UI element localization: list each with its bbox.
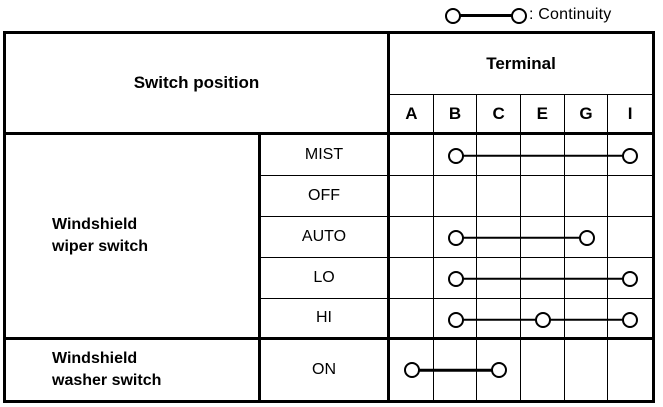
cell-auto-e xyxy=(521,217,565,258)
cell-off-g xyxy=(564,176,609,217)
header-terminal: Terminal xyxy=(390,34,652,95)
header-terminal-g: G xyxy=(564,95,609,135)
legend-label: : Continuity xyxy=(529,5,612,23)
group-label-wiper-switch: Windshield wiper switch xyxy=(6,135,261,340)
cell-hi-i xyxy=(608,299,652,340)
switch-position-on: ON xyxy=(261,340,390,400)
cell-hi-c xyxy=(477,299,521,340)
header-switch-position: Switch position xyxy=(6,34,390,135)
continuity-symbol xyxy=(445,5,527,25)
group-label-text: Windshield washer switch xyxy=(52,348,161,391)
switch-position-off: OFF xyxy=(261,176,390,217)
cell-on-c xyxy=(477,340,521,400)
continuity-node-right xyxy=(511,7,527,24)
cell-hi-g xyxy=(564,299,609,340)
cell-off-c xyxy=(477,176,521,217)
cell-auto-g xyxy=(564,217,609,258)
switch-position-lo: LO xyxy=(261,258,390,299)
cell-off-a xyxy=(390,176,434,217)
cell-hi-b xyxy=(433,299,478,340)
header-terminal-b: B xyxy=(433,95,478,135)
switch-position-auto: AUTO xyxy=(261,217,390,258)
cell-on-g xyxy=(565,340,609,400)
cell-on-i xyxy=(608,340,652,400)
header-terminal-e: E xyxy=(521,95,565,135)
group-label-line1: Windshield xyxy=(52,350,138,368)
cell-hi-a xyxy=(390,299,434,340)
cell-lo-g xyxy=(564,258,609,299)
cell-auto-b xyxy=(433,217,478,258)
cell-lo-e xyxy=(521,258,565,299)
legend: : Continuity xyxy=(445,1,663,28)
cell-mist-e xyxy=(521,135,565,176)
group-label-washer-switch: Windshield washer switch xyxy=(6,340,261,400)
group-label-line2: washer switch xyxy=(52,372,162,389)
cell-lo-b xyxy=(433,258,478,299)
cell-mist-b xyxy=(433,135,478,176)
cell-auto-a xyxy=(390,217,434,258)
cell-on-e xyxy=(521,340,565,400)
cell-auto-i xyxy=(608,217,652,258)
switch-position-mist: MIST xyxy=(261,135,390,176)
group-label-text: Windshield wiper switch xyxy=(52,214,148,257)
cell-auto-c xyxy=(477,217,521,258)
group-label-line1: Windshield xyxy=(52,216,138,234)
cell-hi-e xyxy=(521,299,565,340)
header-terminal-c: C xyxy=(477,95,521,135)
cell-lo-c xyxy=(477,258,521,299)
continuity-node-left xyxy=(445,7,461,24)
continuity-line xyxy=(457,13,515,17)
cell-lo-i xyxy=(608,258,652,299)
header-terminal-a: A xyxy=(390,95,434,135)
cell-on-b xyxy=(434,340,478,400)
switch-position-hi: HI xyxy=(261,299,390,340)
cell-off-b xyxy=(433,176,478,217)
group-label-line2: wiper switch xyxy=(52,238,149,255)
cell-mist-i xyxy=(608,135,652,176)
cell-mist-g xyxy=(564,135,609,176)
header-terminal-i: I xyxy=(608,95,652,135)
cell-lo-a xyxy=(390,258,434,299)
cell-mist-a xyxy=(390,135,434,176)
cell-mist-c xyxy=(477,135,521,176)
cell-off-i xyxy=(608,176,652,217)
cell-off-e xyxy=(521,176,565,217)
cell-on-a xyxy=(390,340,434,400)
